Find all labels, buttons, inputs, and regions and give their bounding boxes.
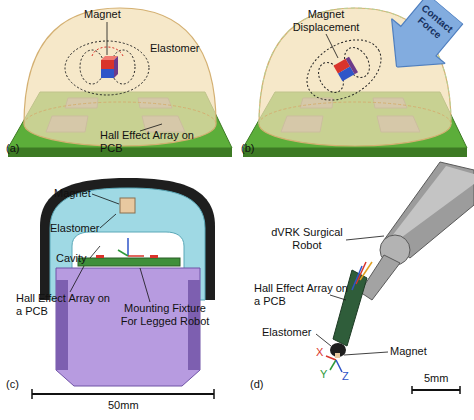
scale-tick (459, 386, 461, 394)
magnet-north (101, 60, 114, 69)
displaced-magnet (296, 27, 391, 112)
part-label: Hall Effect Array on PCB (100, 129, 200, 154)
leader-line (326, 34, 338, 58)
axis-x (326, 356, 336, 360)
leader-line (70, 266, 84, 292)
panel-label: (b) (241, 142, 254, 155)
panel-c (32, 178, 215, 399)
leader-line (100, 214, 116, 228)
leader-line (140, 268, 150, 302)
part-label: dVRK Surgical Robot (266, 226, 348, 251)
scale-tick (213, 389, 215, 399)
wire (352, 266, 362, 290)
sensor-pcb (333, 270, 367, 346)
scale-bar (412, 389, 460, 391)
part-label: Magnet Displacement (286, 8, 366, 33)
magnet-south (101, 69, 114, 78)
pcb-part (150, 255, 158, 258)
panel-a (8, 8, 232, 157)
panel-label: (d) (250, 378, 263, 391)
panel-d (316, 162, 474, 394)
field-line (296, 27, 391, 112)
magnet-block (335, 353, 340, 358)
leader-line (316, 334, 331, 346)
scale-label: 5mm (424, 372, 448, 385)
axis-z (127, 238, 129, 256)
cavity (72, 232, 184, 270)
panel-label: (a) (6, 142, 19, 155)
arm-highlight (392, 166, 474, 240)
part-label: Magnet (54, 187, 91, 200)
part-label: Magnet (390, 345, 427, 358)
part-label: Magnet (84, 8, 121, 21)
part-label: Hall Effect Array on a PCB (16, 292, 116, 317)
field-line (92, 47, 123, 56)
wire (356, 262, 366, 284)
part-label: Cavity (56, 252, 87, 265)
scale-bar (32, 393, 214, 395)
sensor-scene (8, 8, 232, 157)
magnet-side (114, 56, 118, 78)
part-label: Elastomer (50, 222, 100, 235)
axis-z (336, 360, 342, 372)
magnet-side (346, 57, 358, 75)
mounting-fixture (56, 268, 200, 386)
axis-y (118, 250, 128, 256)
scale-tick (411, 386, 413, 394)
magnet-block (120, 198, 135, 213)
part-label: Elastomer (150, 42, 200, 55)
scale-tick (31, 389, 33, 399)
leader-line (346, 236, 384, 240)
leader-line (107, 22, 108, 55)
elastomer-tip (330, 343, 346, 357)
leader-line (90, 246, 100, 258)
part-label: Elastomer (262, 326, 312, 339)
axis-y (330, 360, 336, 370)
part-label: Hall Effect Array on a PCB (254, 282, 354, 307)
pcb-board (78, 258, 180, 266)
pcb-part (96, 255, 104, 258)
leader-line (344, 352, 388, 355)
axis-label: Z (342, 370, 349, 383)
panel-label: (c) (6, 378, 19, 391)
arrow-shape (370, 0, 472, 90)
leader-line (92, 194, 119, 204)
scale-label: 50mm (108, 399, 139, 412)
axis-x (128, 255, 144, 257)
leader-line (330, 295, 346, 300)
part-label: Mounting Fixture For Legged Robot (116, 302, 214, 327)
axis-label: X (316, 346, 323, 359)
axis-label: Y (320, 368, 327, 381)
